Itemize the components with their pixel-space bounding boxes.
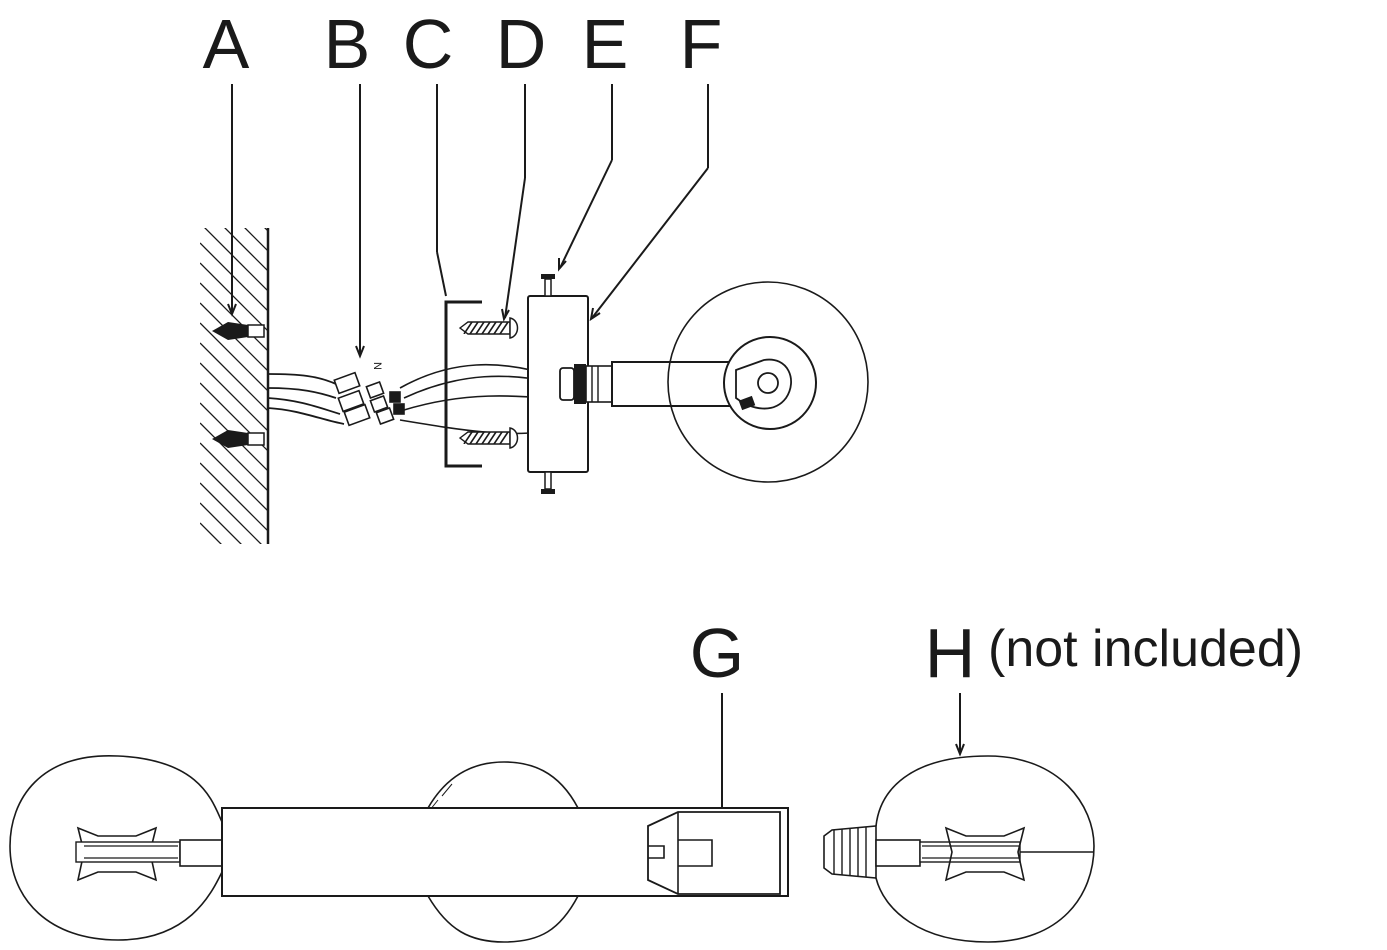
label-b: B — [324, 5, 371, 83]
canopy-screw-top — [541, 274, 555, 297]
mounting-bracket — [444, 300, 482, 468]
supply-cable — [267, 373, 345, 425]
label-c: C — [403, 5, 454, 83]
leader-g — [717, 693, 727, 821]
label-d: D — [496, 5, 547, 83]
canopy-screw-bottom — [541, 471, 555, 494]
wall — [200, 228, 270, 544]
globe-left — [9, 755, 225, 941]
label-g: G — [690, 614, 744, 692]
label-h-note: (not included) — [988, 620, 1303, 678]
arm-fitting — [559, 364, 613, 404]
lamp-socket — [647, 811, 781, 895]
leader-a — [227, 84, 237, 317]
lamp-arm-side — [611, 361, 733, 407]
wall-plug-lower — [212, 430, 265, 448]
label-f: F — [680, 5, 723, 83]
screw-lower — [458, 427, 519, 449]
label-a: A — [203, 5, 250, 83]
leader-b — [355, 84, 365, 359]
screw-upper — [458, 317, 519, 339]
label-e: E — [582, 5, 629, 83]
leader-d — [501, 84, 526, 322]
globe-side — [667, 281, 869, 483]
leader-h — [955, 693, 965, 757]
wall-plug-upper — [212, 322, 265, 340]
leader-c — [436, 84, 447, 297]
leader-e — [558, 84, 613, 272]
leader-f — [589, 84, 709, 322]
label-h: H — [925, 614, 976, 692]
wire-mark-n: N — [371, 362, 383, 370]
bulb-h — [823, 755, 1095, 943]
terminal-block — [333, 371, 405, 427]
